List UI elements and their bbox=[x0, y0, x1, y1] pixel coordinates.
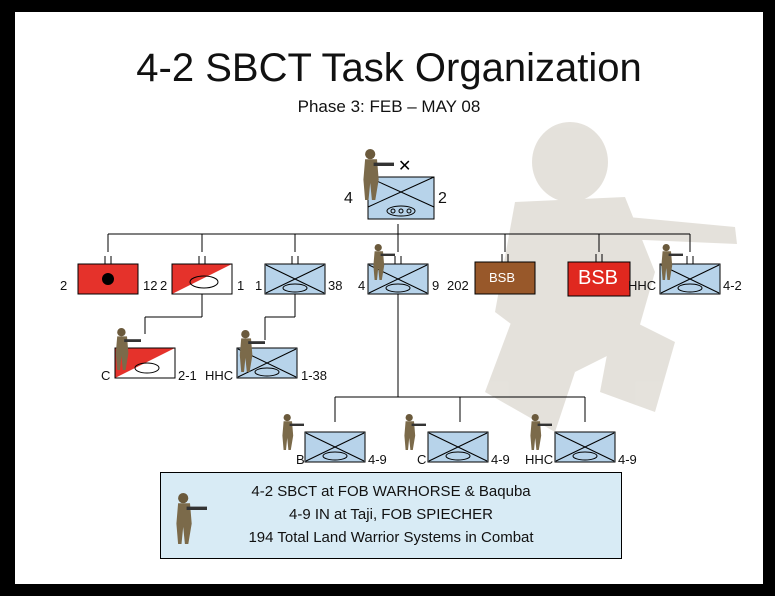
unit-c-4-9-symbol bbox=[427, 431, 489, 463]
unit-b-4-9-symbol bbox=[304, 431, 366, 463]
c21-left-label: C bbox=[101, 368, 111, 383]
u1-left-label: 2 bbox=[60, 278, 68, 293]
soldier-icon bbox=[282, 414, 304, 450]
connector-lines bbox=[107, 224, 691, 422]
unit-2-1-symbol bbox=[171, 256, 233, 295]
unit-hhc-4-9-symbol bbox=[554, 431, 616, 463]
hq-left-label: 4 bbox=[344, 190, 353, 207]
info-box: 4-2 SBCT at FOB WARHORSE & Baquba 4-9 IN… bbox=[160, 472, 622, 559]
u3-left-label: 1 bbox=[255, 278, 263, 293]
soldier-icon bbox=[530, 414, 552, 450]
u7-right-label: 4-2 bbox=[723, 278, 742, 293]
u3-right-label: 38 bbox=[328, 278, 343, 293]
unit-1-38-symbol bbox=[264, 256, 326, 295]
slide: 4-2 SBCT Task Organization Phase 3: FEB … bbox=[15, 12, 763, 584]
c49-left-label: C bbox=[417, 452, 427, 467]
c49-right-label: 4-9 bbox=[491, 452, 510, 467]
svg-text:✕: ✕ bbox=[398, 158, 411, 175]
hhc49-right-label: 4-9 bbox=[618, 452, 637, 467]
info-line-2: 4-9 IN at Taji, FOB SPIECHER bbox=[289, 506, 493, 523]
b49-left-label: B bbox=[296, 452, 305, 467]
page-subtitle: Phase 3: FEB – MAY 08 bbox=[297, 97, 481, 116]
hq-right-label: 2 bbox=[438, 190, 447, 207]
u6-bsb-label: BSB bbox=[578, 267, 619, 289]
soldier-icon bbox=[404, 414, 426, 450]
u2-right-label: 1 bbox=[237, 278, 245, 293]
hhc138-left-label: HHC bbox=[205, 368, 234, 383]
u5-left-label: 202 bbox=[447, 278, 469, 293]
u5-bsb-label: BSB bbox=[489, 270, 516, 285]
c21-right-label: 2-1 bbox=[178, 368, 197, 383]
u4-right-label: 9 bbox=[432, 278, 440, 293]
hhc49-left-label: HHC bbox=[525, 452, 554, 467]
u4-left-label: 4 bbox=[358, 278, 366, 293]
u2-left-label: 2 bbox=[160, 278, 168, 293]
u1-right-label: 12 bbox=[143, 278, 158, 293]
u7-left-label: HHC bbox=[628, 278, 657, 293]
hhc138-right-label: 1-38 bbox=[301, 368, 328, 383]
page-title: 4-2 SBCT Task Organization bbox=[136, 46, 642, 90]
unit-bsb-red-symbol bbox=[567, 254, 631, 297]
unit-2-12-symbol bbox=[77, 256, 139, 295]
b49-right-label: 4-9 bbox=[368, 452, 387, 467]
info-line-3: 194 Total Land Warrior Systems in Combat bbox=[248, 529, 534, 546]
org-chart: ✕ bbox=[77, 149, 721, 463]
info-line-1: 4-2 SBCT at FOB WARHORSE & Baquba bbox=[251, 483, 531, 500]
hq-unit-symbol: ✕ bbox=[367, 158, 435, 220]
unit-202-bsb-symbol bbox=[474, 254, 536, 295]
